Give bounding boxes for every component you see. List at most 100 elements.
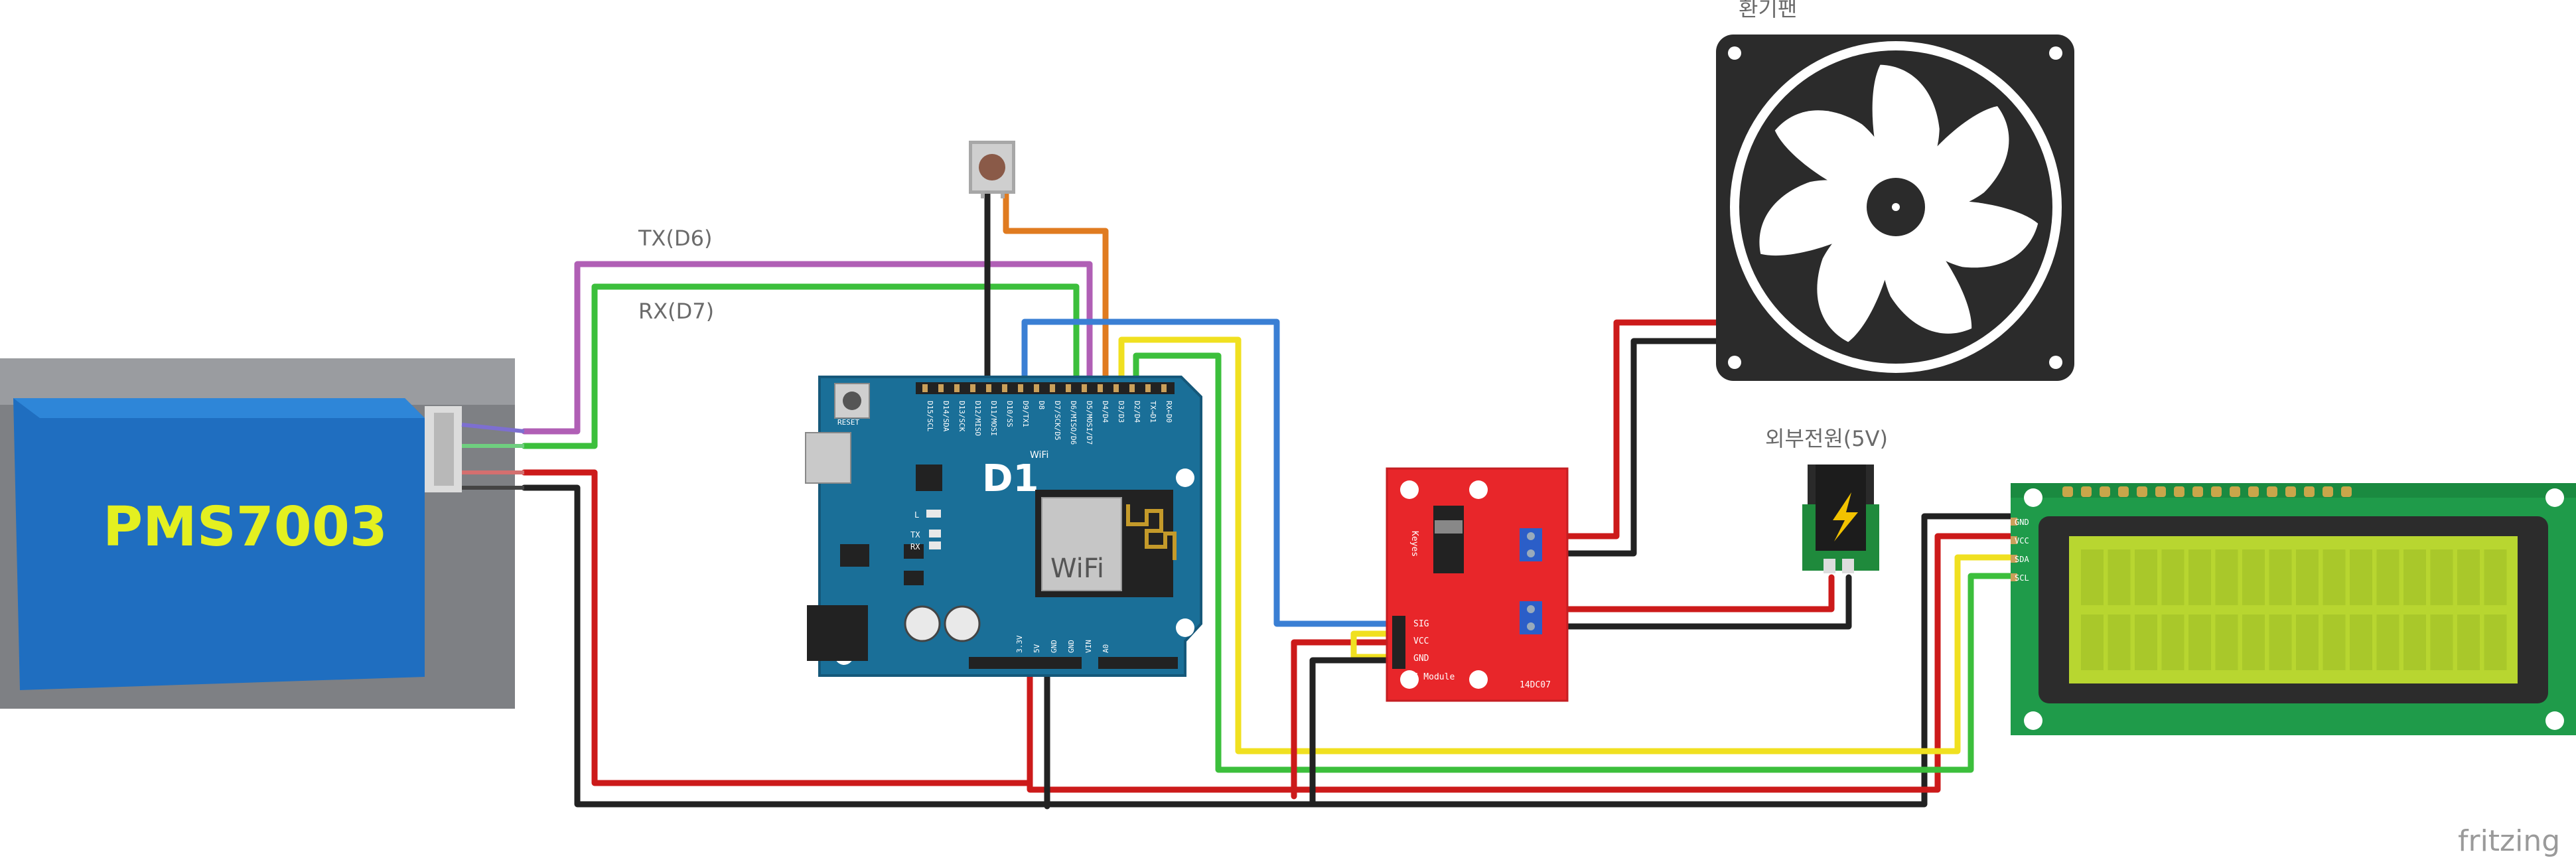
lcd-char-cell: [2376, 614, 2399, 670]
lcd-header-pad: [2192, 486, 2203, 497]
board-top-pin-label: D4/D4: [1101, 401, 1109, 423]
wire-sda-yellow: [1118, 336, 2014, 754]
mosfet-vcc-label: VCC: [1413, 636, 1429, 646]
board-top-pin-label: D5/MOSI/D7: [1085, 401, 1094, 445]
board-top-pin: [1018, 384, 1023, 392]
lcd-pin: [2011, 573, 2017, 581]
lcd-char-cell: [2269, 549, 2292, 605]
board-top-pin: [954, 384, 960, 392]
board-top-pin: [1113, 384, 1119, 392]
lcd-header-pad: [2118, 486, 2129, 497]
mosfet-module-label: MOS Module: [1403, 672, 1455, 682]
fan-blade: [1896, 106, 2009, 213]
board-top-pin: [938, 384, 944, 392]
board-top-pin-label: D9/TX1: [1021, 401, 1030, 427]
lcd-char-cell: [2403, 549, 2426, 605]
board-top-pin: [1002, 384, 1007, 392]
mosfet-gnd-label: GND: [1413, 654, 1429, 664]
lcd-header-pad: [2248, 486, 2259, 497]
board-top-pin: [1098, 384, 1103, 392]
lcd-char-cell: [2081, 549, 2104, 605]
label-rx: RX(D7): [638, 299, 714, 324]
mosfet-chip: [1433, 506, 1464, 573]
lcd-header-pad: [2323, 486, 2333, 497]
lcd-pin-label: SCL: [2015, 573, 2029, 583]
board-logo: D1: [982, 457, 1038, 500]
lcd-char-cell: [2296, 614, 2319, 670]
wire-sig-blue: [1021, 319, 1397, 627]
fan-blade: [1774, 110, 1898, 207]
lcd-char-cell: [2323, 614, 2346, 670]
fan-blade: [1881, 207, 1972, 334]
sensor-name: PMS7003: [103, 496, 388, 559]
board-top-pin: [1034, 384, 1039, 392]
board-top-pin: [1050, 384, 1055, 392]
lcd-char-grid: [2081, 549, 2507, 670]
board-top-pin-label: D13/SCK: [958, 401, 966, 432]
board-top-pin-label: D7/SCK/D5: [1053, 401, 1062, 441]
board-top-pin: [1161, 384, 1167, 392]
label-power: 외부전원(5V): [1765, 426, 1888, 451]
wire-mos-vcc-red: [1291, 639, 1397, 800]
lcd-header-pad: [2230, 486, 2240, 497]
dc-power-jack: [1802, 465, 1879, 573]
wire-tx-purple: [521, 261, 1093, 435]
lcd-char-cell: [2350, 549, 2372, 605]
wire-scl-green: [1133, 352, 2014, 773]
lcd-char-cell: [2215, 549, 2238, 605]
mosfet-code-label: 14DC07: [1520, 680, 1551, 690]
board-wifi-small: WiFi: [1030, 450, 1048, 461]
board-top-pin-label: D8: [1037, 401, 1046, 409]
esp-wifi-text: WiFi: [1050, 553, 1104, 584]
lcd-char-cell: [2296, 549, 2319, 605]
board-top-pin: [1145, 384, 1151, 392]
lcd-char-cell: [2269, 614, 2292, 670]
board-top-pin-label: D3/D3: [1117, 401, 1125, 423]
lcd-char-cell: [2188, 614, 2211, 670]
l-led-label: L: [914, 510, 919, 520]
push-button[interactable]: [969, 141, 1015, 198]
board-bottom-pin-label: 5V: [1033, 644, 1041, 653]
lcd-pin-label: SDA: [2015, 555, 2029, 564]
wire-button-orange: [1003, 190, 1109, 392]
lcd-pin: [2011, 555, 2017, 563]
board-top-pin: [1129, 384, 1135, 392]
fritzing-watermark: fritzing: [2458, 824, 2560, 858]
lcd-char-cell: [2484, 549, 2507, 605]
wire-board-5v-red: [1027, 533, 2014, 793]
ventilation-fan: [1716, 35, 2074, 381]
lcd-header-pad: [2155, 486, 2166, 497]
board-top-pin: [986, 384, 991, 392]
board-top-pin: [1082, 384, 1087, 392]
board-top-pin-label: D12/MISO: [973, 401, 982, 436]
lcd-header-pad: [2137, 486, 2147, 497]
lcd-char-cell: [2242, 614, 2265, 670]
lcd-char-cell: [2457, 614, 2480, 670]
rx-led-label: RX: [910, 542, 920, 551]
board-top-pin-label: D11/MOSI: [989, 401, 998, 436]
board-top-pin-label: D10/SS: [1005, 401, 1014, 427]
mosfet-sig-label: SIG: [1413, 619, 1429, 629]
board-top-pin: [922, 384, 928, 392]
mosfet-module: Keyes SIG VCC GND MOS Module 14DC07: [1386, 467, 1569, 702]
lcd-header-pad: [2062, 486, 2073, 497]
lcd-char-cell: [2457, 549, 2480, 605]
fan-blades: [1759, 64, 2039, 342]
lcd-header-pad: [2174, 486, 2184, 497]
board-top-pin-label: D6/MISO/D6: [1069, 401, 1078, 445]
wire-fan-red: [1536, 319, 1723, 539]
board-top-pin-label: TX→D1: [1149, 401, 1157, 423]
wires: [521, 190, 2014, 810]
lcd-pin-label: VCC: [2015, 536, 2029, 545]
lcd-header-pad: [2341, 486, 2352, 497]
lcd-header-pins: [2062, 486, 2352, 497]
lcd-char-cell: [2323, 549, 2346, 605]
fan-blade: [1759, 180, 1896, 256]
lcd-char-cell: [2403, 614, 2426, 670]
lcd-char-cell: [2161, 614, 2184, 670]
wire-power-red: [1536, 574, 1835, 612]
